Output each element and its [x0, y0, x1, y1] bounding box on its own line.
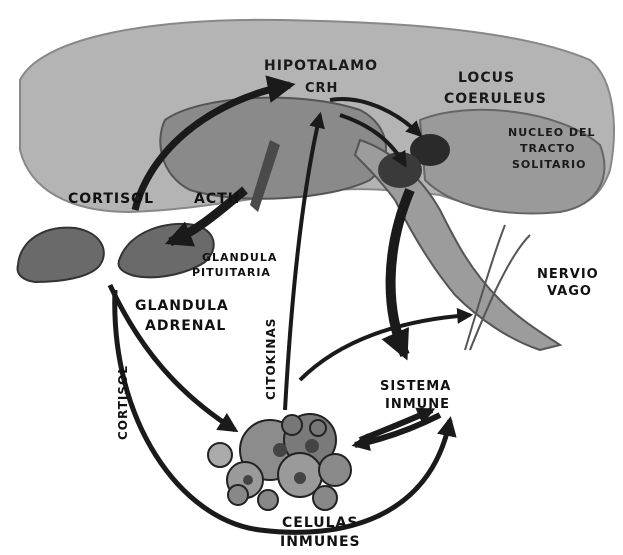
- label-nucleo-line3: SOLITARIO: [512, 158, 586, 171]
- label-sistema-line2: INMUNE: [385, 397, 450, 412]
- label-adrenal-line2: ADRENAL: [145, 318, 226, 334]
- label-crh: CRH: [305, 81, 338, 96]
- label-nucleo-line2: TRACTO: [520, 142, 575, 155]
- label-nucleo-line1: NUCLEO DEL: [508, 126, 596, 139]
- label-locus-line1: LOCUS: [458, 70, 515, 86]
- label-sistema-line1: SISTEMA: [380, 379, 451, 394]
- label-adrenal-line1: GLANDULA: [135, 298, 229, 314]
- label-celulas-line2: INMUNES: [280, 534, 361, 550]
- label-hipotalamo: HIPOTALAMO: [264, 58, 378, 74]
- label-pituitaria-line1: GLANDULA: [202, 251, 277, 264]
- label-nervio-line1: NERVIO: [537, 267, 599, 282]
- label-citokinas: CITOKINAS: [264, 318, 278, 400]
- label-celulas-line1: CELULAS: [282, 515, 358, 531]
- label-nervio-line2: VAGO: [547, 284, 592, 299]
- adrenal-gland-left: [18, 228, 104, 282]
- label-cortisol-top: CORTISOL: [68, 191, 154, 207]
- label-acth: ACTH: [194, 191, 240, 207]
- label-pituitaria-line2: PITUITARIA: [192, 266, 271, 279]
- label-locus-line2: COERULEUS: [444, 91, 547, 107]
- label-cortisol-side: CORTISOL: [116, 365, 130, 440]
